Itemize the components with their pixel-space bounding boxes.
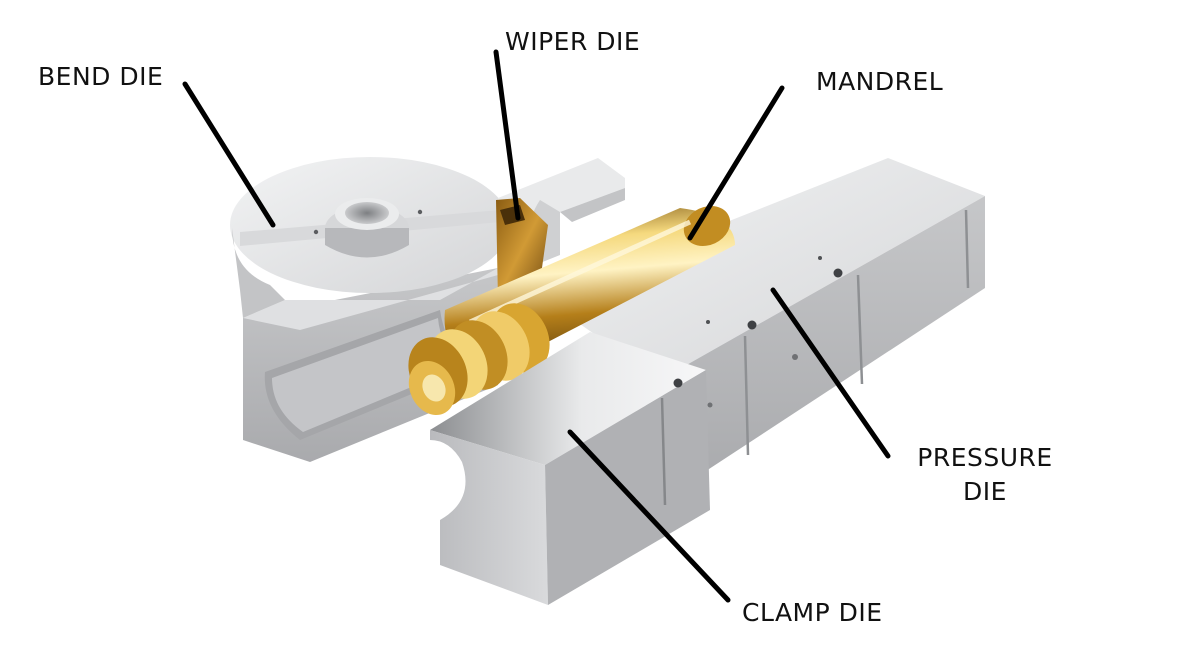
leader-lines bbox=[182, 49, 891, 603]
label-wiper-die: WIPER DIE bbox=[505, 27, 641, 56]
label-clamp-die: CLAMP DIE bbox=[742, 598, 883, 627]
clamp-die bbox=[430, 332, 710, 605]
leader-clamp-die bbox=[567, 429, 731, 603]
label-bend-die: BEND DIE bbox=[38, 62, 164, 91]
label-pressure-die-line1: PRESSURE bbox=[917, 443, 1053, 472]
label-mandrel: MANDREL bbox=[816, 67, 944, 96]
wiper-die bbox=[496, 158, 625, 300]
leader-mandrel bbox=[687, 85, 785, 241]
label-pressure-die: PRESSURE DIE bbox=[905, 441, 1065, 509]
leader-pressure-die bbox=[770, 287, 891, 459]
mandrel bbox=[408, 206, 735, 416]
leader-wiper-die bbox=[493, 49, 521, 221]
label-pressure-die-line2: DIE bbox=[963, 477, 1007, 506]
bend-die bbox=[230, 157, 510, 462]
leader-bend-die bbox=[182, 81, 276, 228]
mandrel-ball-links bbox=[408, 303, 550, 416]
